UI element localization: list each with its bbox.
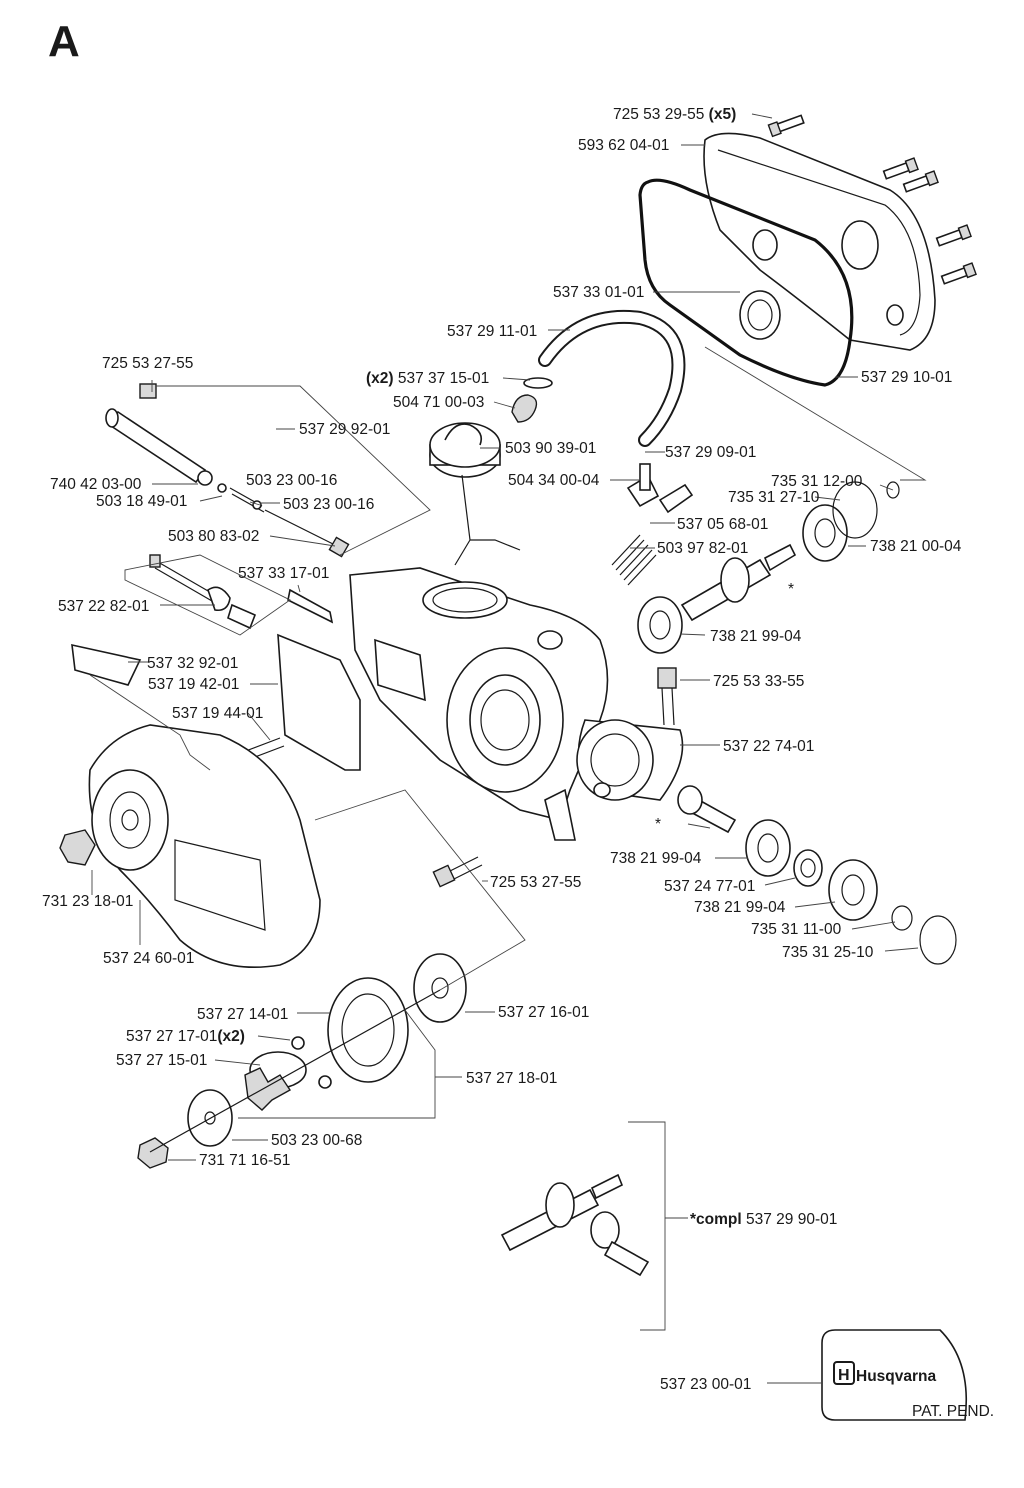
main-housing-part xyxy=(349,567,609,841)
callout-c26: 537 32 92-01 xyxy=(147,655,238,672)
bolt-725-53-33-55-part xyxy=(657,667,677,726)
callout-c18: 503 23 00-16 xyxy=(283,496,374,513)
leader-lines xyxy=(89,113,927,1384)
seal-part xyxy=(739,290,781,340)
callout-c34: 731 23 18-01 xyxy=(42,893,133,910)
brand-name: Husqvarna xyxy=(856,1368,936,1385)
chain-guard-plate-part xyxy=(71,643,142,686)
callout-c40: 537 27 16-01 xyxy=(498,1004,589,1021)
star-marker-lower: * xyxy=(655,816,661,833)
cover-bolts-part xyxy=(767,114,977,285)
bearing-upper-738-21-99-04-part xyxy=(637,596,683,654)
clutch-cover-part xyxy=(413,953,467,1023)
callout-c37: 735 31 25-10 xyxy=(782,944,874,961)
arm-clamp-part xyxy=(576,719,684,801)
complete-shaft-kit-part xyxy=(500,1173,650,1277)
callout-c24: 537 22 82-01 xyxy=(58,598,149,615)
callout-c30: 537 22 74-01 xyxy=(723,738,814,755)
callout-c17: 503 18 49-01 xyxy=(96,493,187,510)
bearing-lower-2-part xyxy=(828,859,878,921)
callout-c09: 537 29 92-01 xyxy=(299,421,390,438)
callout-c13: 735 31 12-00 xyxy=(771,473,863,490)
callout-c47: 537 23 00-01 xyxy=(660,1376,751,1393)
callout-c36: 735 31 11-00 xyxy=(751,921,842,938)
callout-c32: 537 24 77-01 xyxy=(664,878,755,895)
clutch-center-part xyxy=(244,1051,307,1111)
callout-c29: 537 19 44-01 xyxy=(172,705,263,722)
callout-c06: (x2) 537 37 15-01 xyxy=(366,370,489,387)
nut-731-23-18-01-part xyxy=(59,829,96,866)
callout-c39: 537 27 14-01 xyxy=(197,1006,288,1023)
callout-c41: 537 27 17-01(x2) xyxy=(126,1028,245,1045)
callout-c03: 537 33 01-01 xyxy=(553,284,644,301)
callout-c27: 537 19 42-01 xyxy=(148,676,239,693)
clutch-axis-line xyxy=(149,989,441,1153)
star-marker-upper: * xyxy=(788,581,794,598)
callout-c45: 731 71 16-51 xyxy=(199,1152,290,1169)
bearing-738-21-00-04-part xyxy=(802,504,848,562)
callout-c07: 504 71 00-03 xyxy=(393,394,484,411)
clutch-springs-part xyxy=(291,1036,332,1089)
callout-c46: *compl 537 29 90-01 xyxy=(690,1211,837,1228)
svg-text:H: H xyxy=(838,1367,850,1384)
callout-c21: 503 80 83-02 xyxy=(168,528,259,545)
valve-spring-part xyxy=(611,534,657,586)
callout-c22: 503 97 82-01 xyxy=(657,540,748,557)
oil-elbow-part xyxy=(626,463,694,514)
callout-c08: 725 53 27-55 xyxy=(102,355,193,372)
lower-gear-shaft-part xyxy=(677,785,737,834)
callout-c25: 738 21 99-04 xyxy=(710,628,802,645)
callout-c42: 537 27 15-01 xyxy=(116,1052,207,1069)
oil-cap-part xyxy=(429,422,521,566)
callout-c44: 503 23 00-68 xyxy=(271,1132,362,1149)
husqvarna-decal-part: H Husqvarna PAT. PEND. xyxy=(821,1329,994,1421)
circlip-lower-part xyxy=(891,905,957,965)
callout-c10: 503 90 39-01 xyxy=(505,440,596,457)
callout-c05: 537 29 10-01 xyxy=(861,369,952,386)
callout-c11: 537 29 09-01 xyxy=(665,444,756,461)
callout-c12: 504 34 00-04 xyxy=(508,472,600,489)
bolt-725-53-27-55-part xyxy=(432,856,483,888)
bearing-lower-1-part xyxy=(745,819,791,877)
nut-731-71-16-51-part xyxy=(137,1137,169,1169)
callout-c19: 537 05 68-01 xyxy=(677,516,768,533)
callout-c33: 725 53 27-55 xyxy=(490,874,581,891)
callout-c31: 738 21 99-04 xyxy=(610,850,702,867)
callout-c01: 725 53 29-55 (x5) xyxy=(613,106,736,123)
callout-c15: 740 42 03-00 xyxy=(50,476,142,493)
callout-c14: 735 31 27-10 xyxy=(728,489,820,506)
page-letter: A xyxy=(48,17,80,66)
callout-c20: 738 21 00-04 xyxy=(870,538,962,555)
callout-c43: 537 27 18-01 xyxy=(466,1070,557,1087)
side-plate-part xyxy=(277,633,361,771)
spacer-537-24-77-01-part xyxy=(793,849,823,887)
circlip-upper-part xyxy=(832,481,900,539)
gasket-part xyxy=(638,178,854,387)
bar-clip-part xyxy=(287,588,334,624)
belt-guard-part xyxy=(88,724,321,968)
callout-c38: 537 24 60-01 xyxy=(103,950,194,967)
callout-c04: 537 29 11-01 xyxy=(447,323,537,340)
callout-c35: 738 21 99-04 xyxy=(694,899,786,916)
callout-c16: 503 23 00-16 xyxy=(246,472,337,489)
upper-gear-shaft-part xyxy=(680,543,797,622)
callout-labels: 725 53 29-55 (x5) 593 62 04-01 537 33 01… xyxy=(42,106,962,1393)
callout-c23: 537 33 17-01 xyxy=(238,565,329,582)
oil-filter-part xyxy=(511,377,553,423)
callout-c02: 593 62 04-01 xyxy=(578,137,669,154)
callout-c28: 725 53 33-55 xyxy=(713,673,804,690)
adjuster-screw-part xyxy=(105,383,350,558)
brand-note: PAT. PEND. xyxy=(912,1403,994,1420)
